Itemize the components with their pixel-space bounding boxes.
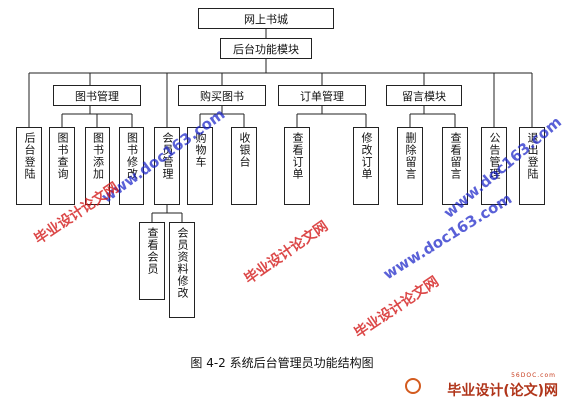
node-root-label: 网上书城 (244, 12, 288, 26)
group-message-module-label: 留言模块 (402, 89, 446, 103)
node-checkout: 收银台 (231, 127, 257, 205)
node-backend-modules-label: 后台功能模块 (233, 42, 299, 56)
node-group-book-management: 图书管理 (53, 85, 141, 106)
node-edit-order-label: 修改订单 (360, 132, 373, 180)
node-group-buy-books: 购买图书 (178, 85, 266, 106)
node-view-message: 查看留言 (442, 127, 468, 205)
node-book-edit-label: 图书修改 (125, 132, 139, 180)
node-logout-label: 退出登陆 (526, 132, 539, 180)
figure-caption: 图 4-2 系统后台管理员功能结构图 (190, 356, 374, 370)
node-group-message-module: 留言模块 (386, 85, 462, 106)
group-buy-books-label: 购买图书 (200, 89, 244, 103)
node-edit-member-info: 会员资料修改 (169, 222, 195, 318)
node-member-management-label: 会员管理 (161, 132, 174, 180)
node-book-query-label: 图书查询 (56, 132, 69, 180)
node-view-message-label: 查看留言 (449, 132, 462, 180)
node-book-add-label: 图书添加 (91, 132, 105, 180)
node-book-add: 图书添加 (85, 127, 110, 205)
group-order-management-label: 订单管理 (300, 89, 344, 103)
node-member-management: 会员管理 (154, 127, 180, 205)
node-delete-message: 删除留言 (397, 127, 423, 205)
node-view-member-label: 查看会员 (146, 227, 159, 275)
node-edit-member-info-label: 会员资料修改 (176, 227, 189, 299)
node-cart-label: 购物车 (194, 132, 207, 168)
node-cart: 购物车 (187, 127, 213, 205)
node-view-member: 查看会员 (139, 222, 165, 300)
site-logo-text: 毕业设计(论文)网 (447, 383, 558, 399)
site-logo-small-text: 56DOC.com (511, 372, 556, 379)
node-checkout-label: 收银台 (238, 132, 251, 168)
site-logo-icon (405, 378, 421, 394)
node-view-order-label: 查看订单 (291, 132, 304, 180)
node-book-query: 图书查询 (49, 127, 75, 205)
node-edit-order: 修改订单 (353, 127, 379, 205)
node-root: 网上书城 (198, 8, 334, 29)
node-notice-management: 公告管理 (481, 127, 507, 205)
node-notice-management-label: 公告管理 (488, 132, 501, 180)
node-logout: 退出登陆 (519, 127, 545, 205)
node-delete-message-label: 删除留言 (404, 132, 417, 180)
node-group-order-management: 订单管理 (278, 85, 366, 106)
node-book-edit: 图书修改 (119, 127, 144, 205)
node-view-order: 查看订单 (284, 127, 310, 205)
node-backend-modules: 后台功能模块 (220, 38, 312, 59)
node-login-label: 后台登陆 (23, 132, 36, 180)
group-book-management-label: 图书管理 (75, 89, 119, 103)
node-login: 后台登陆 (16, 127, 42, 205)
